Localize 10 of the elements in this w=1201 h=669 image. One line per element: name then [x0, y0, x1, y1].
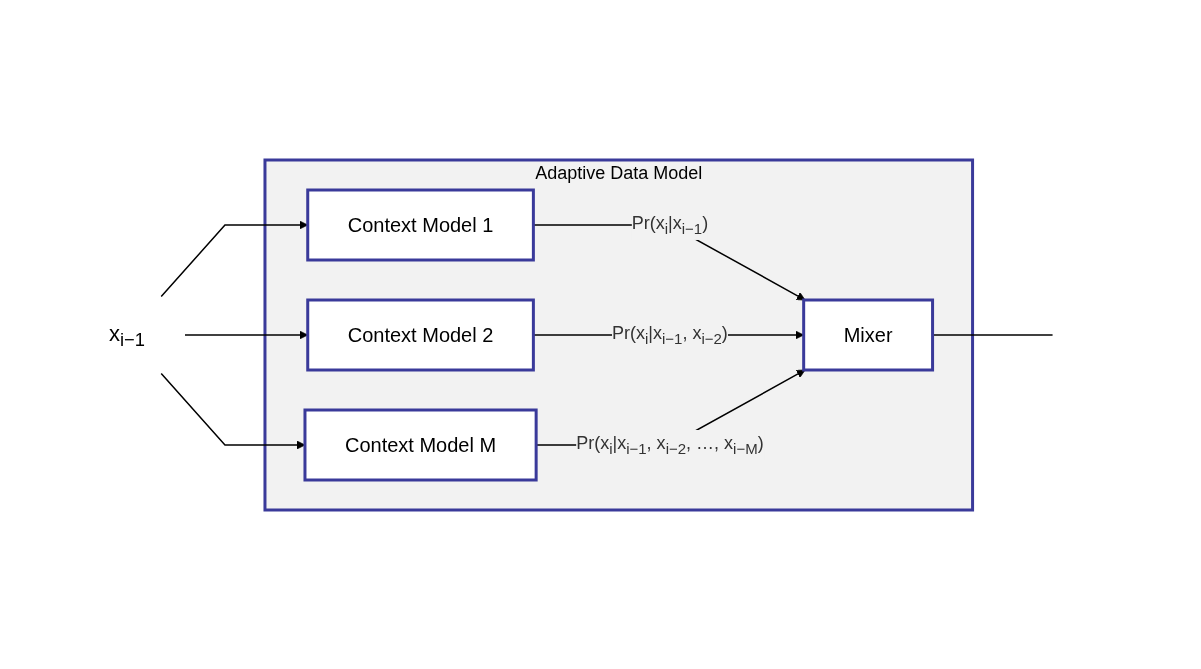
edge-label: Pr(x$_{i}$|x$_{i−1}$, x$_{i−2}$) — [611, 322, 728, 347]
edge-label: Pr(x$_{i}$|x$_{i−1}$) — [631, 212, 708, 237]
node-text: x$_{i−1}$ — [108, 320, 145, 350]
edge-label: Pr(x$_{i}$|x$_{i−1}$, x$_{i−2}$, …, x$_{i−M}$) — [575, 432, 764, 457]
node-box: Mixer — [801, 298, 934, 371]
arrow — [183, 330, 308, 339]
node-box: Context Model M — [303, 408, 538, 481]
arrow — [160, 220, 308, 297]
node-box: Context Model 1 — [305, 188, 535, 261]
node-box: Context Model 2 — [305, 298, 535, 371]
